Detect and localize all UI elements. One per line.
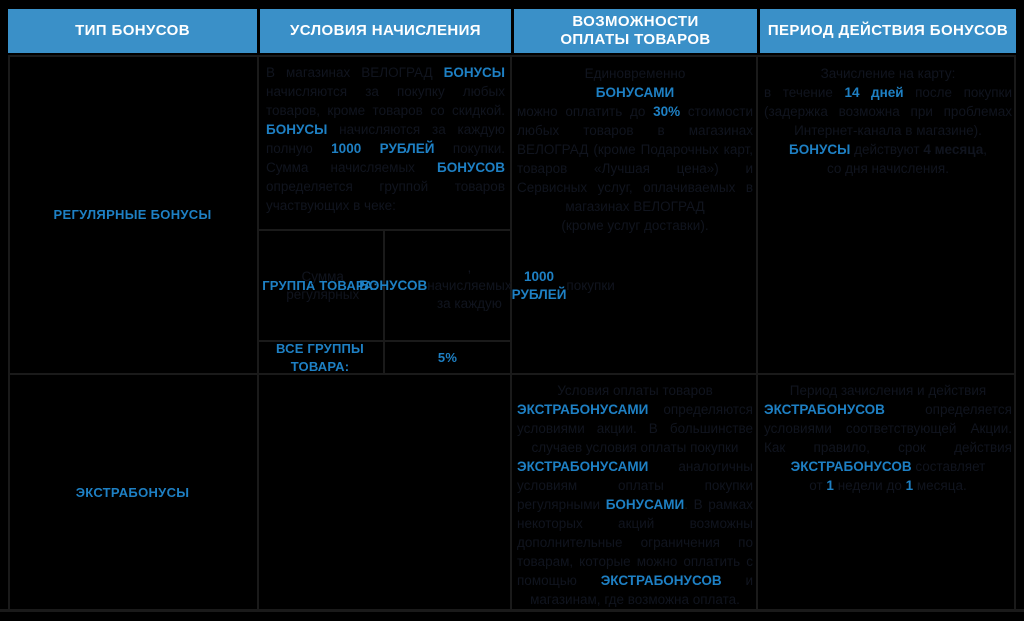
bottom-border xyxy=(0,609,1024,612)
type-label: ЭКСТРАБОНУСЫ xyxy=(75,484,190,500)
all-groups-label: ВСЕ ГРУППЫ ТОВАРА: xyxy=(259,340,381,374)
type-label: РЕГУЛЯРНЫЕ БОНУСЫ xyxy=(53,206,212,222)
divider xyxy=(8,55,10,611)
group-of-goods-label: ГРУППА ТОВАРА: xyxy=(259,231,381,340)
percent-value: 5% xyxy=(437,349,458,365)
divider xyxy=(756,55,758,611)
regular-payment-text: Единовременно БОНУСАМИ можно оплатить до… xyxy=(517,66,753,233)
header-cell-bonus-period: ПЕРИОД ДЕЙСТВИЯ БОНУСОВ xyxy=(760,9,1016,53)
header-label: ВОЗМОЖНОСТИ ОПЛАТЫ ТОВАРОВ xyxy=(560,13,711,48)
group-of-goods-value: Сумма регулярных БОНУСОВ, начисляемых за… xyxy=(286,259,615,311)
all-groups-value: 5% xyxy=(387,342,508,373)
subtable-divider xyxy=(383,229,385,375)
regular-period-text: Зачисление на карту: в течение 14 дней п… xyxy=(764,66,1012,176)
divider xyxy=(257,55,259,611)
extra-payment-text: Условия оплаты товаров ЭКСТРАБОНУСАМИ оп… xyxy=(517,383,757,607)
header-label: ПЕРИОД ДЕЙСТВИЯ БОНУСОВ xyxy=(767,22,1009,39)
header-label: УСЛОВИЯ НАЧИСЛЕНИЯ xyxy=(290,22,481,39)
subtable-label: ВСЕ ГРУППЫ ТОВАРА: xyxy=(276,340,364,374)
header-cell-payment-options: ВОЗМОЖНОСТИ ОПЛАТЫ ТОВАРОВ xyxy=(514,9,757,53)
divider xyxy=(1014,55,1016,611)
regular-conditions-paragraph: В магазинах ВЕЛОГРАД БОНУСЫ начисляются … xyxy=(266,65,509,213)
row-regular-type-label: РЕГУЛЯРНЫЕ БОНУСЫ xyxy=(8,55,257,373)
header-label: ТИП БОНУСОВ xyxy=(75,22,190,39)
header-cell-bonus-type: ТИП БОНУСОВ xyxy=(8,9,257,53)
divider xyxy=(510,55,512,611)
subtable-label: ГРУППА ТОВАРА: xyxy=(262,277,378,293)
header-cell-accrual-conditions: УСЛОВИЯ НАЧИСЛЕНИЯ xyxy=(260,9,511,53)
row-extra-type-label: ЭКСТРАБОНУСЫ xyxy=(8,373,257,611)
row-divider xyxy=(8,373,1016,375)
extra-period-text: Период зачисления и действия ЭКСТРАБОНУС… xyxy=(764,383,1016,493)
divider xyxy=(8,55,1016,57)
